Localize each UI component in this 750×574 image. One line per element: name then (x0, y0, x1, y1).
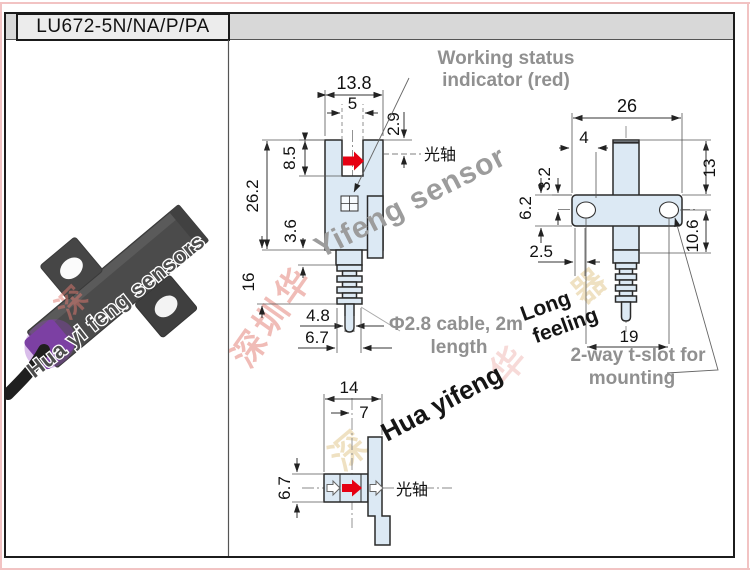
dim-top-width: 14 (340, 378, 359, 397)
front-strain-relief (336, 264, 363, 305)
datasheet-frame: LU672-5N/NA/P/PA (4, 12, 735, 558)
title-bar: LU672-5N/NA/P/PA (6, 13, 733, 41)
dim-side-lower-height: 10.6 (683, 219, 702, 252)
dim-front-slot-depth: 8.5 (280, 146, 299, 170)
hollow-arrow-left (326, 479, 341, 497)
front-tslot-rail (366, 195, 384, 259)
dimension-drawing-canvas: 深 Hua yi feng sensors 深圳华 深 器 华 (6, 40, 719, 556)
side-cable (620, 301, 632, 322)
hollow-arrow-right (369, 479, 384, 497)
page-border-bottom (0, 568, 750, 570)
tslot-callout-line2: mounting (589, 368, 676, 389)
dim-top-axis-inset: 7 (359, 403, 368, 422)
dim-side-head-height: 13 (700, 159, 719, 178)
side-strain-relief (614, 262, 638, 303)
dim-front-neck: 3.6 (281, 219, 300, 243)
product-photo: 深 Hua yi feng sensors (6, 204, 211, 400)
side-neck (612, 249, 640, 264)
dim-front-relief: 16 (239, 273, 258, 292)
optical-axis-arrow-front (343, 151, 364, 171)
dim-side-hole-inset: 4 (579, 128, 588, 147)
cable-callout-line1: Φ2.8 cable, 2m (389, 314, 523, 335)
mount-hole-lower (154, 295, 178, 318)
dim-side-flange-height: 6.2 (516, 196, 535, 220)
side-mount-hole-left (575, 201, 597, 219)
dim-front-axis-offset: 2.9 (384, 112, 403, 136)
sensor-cable-photo (6, 344, 50, 400)
side-mount-hole-right (658, 201, 680, 219)
tslot-callout-line1: 2-way t-slot for (570, 345, 706, 366)
watermark-hua-yifeng: Hua yifeng (376, 358, 507, 447)
side-view: 26 4 3.2 6.2 (516, 96, 719, 389)
working-status-callout-line2: indicator (red) (442, 70, 570, 91)
top-view: 14 7 6.7 光轴 (275, 378, 452, 546)
tslot-callout-leader (666, 217, 719, 374)
cable-callout-leader (360, 306, 401, 332)
side-flange (571, 194, 683, 227)
dim-front-height: 26.2 (243, 179, 262, 212)
optical-axis-arrow-top (342, 479, 362, 497)
dim-side-hole-spacing: 19 (620, 327, 639, 346)
optical-axis-label-top: 光轴 (396, 481, 428, 499)
front-view: 13.8 5 2.9 光轴 8.5 (239, 48, 574, 358)
front-cable (344, 303, 355, 333)
dim-front-boot-dia: 6.7 (305, 328, 329, 347)
cable-callout-line2: length (431, 337, 488, 358)
sensor-bar-end (169, 204, 209, 249)
optical-axis-label-front: 光轴 (424, 146, 456, 164)
dim-side-flange-width: 26 (617, 96, 637, 116)
dim-front-cable-dia: 4.8 (306, 306, 330, 325)
dim-side-hole-offset: 3.2 (535, 167, 554, 191)
working-status-leader (353, 77, 410, 193)
dim-front-width: 13.8 (336, 73, 371, 93)
page-border-right (747, 2, 749, 570)
working-status-callout-line1: Working status (438, 48, 575, 69)
page-border-left (0, 2, 2, 570)
product-model-title: LU672-5N/NA/P/PA (16, 13, 230, 41)
dim-side-slot-width: 2.5 (529, 242, 553, 261)
page-border-top (0, 2, 750, 4)
mount-hole-upper (60, 257, 83, 280)
sensor-bar-sheen (29, 206, 184, 339)
dim-top-depth: 6.7 (275, 476, 294, 500)
dim-front-slot-width: 5 (348, 94, 357, 113)
